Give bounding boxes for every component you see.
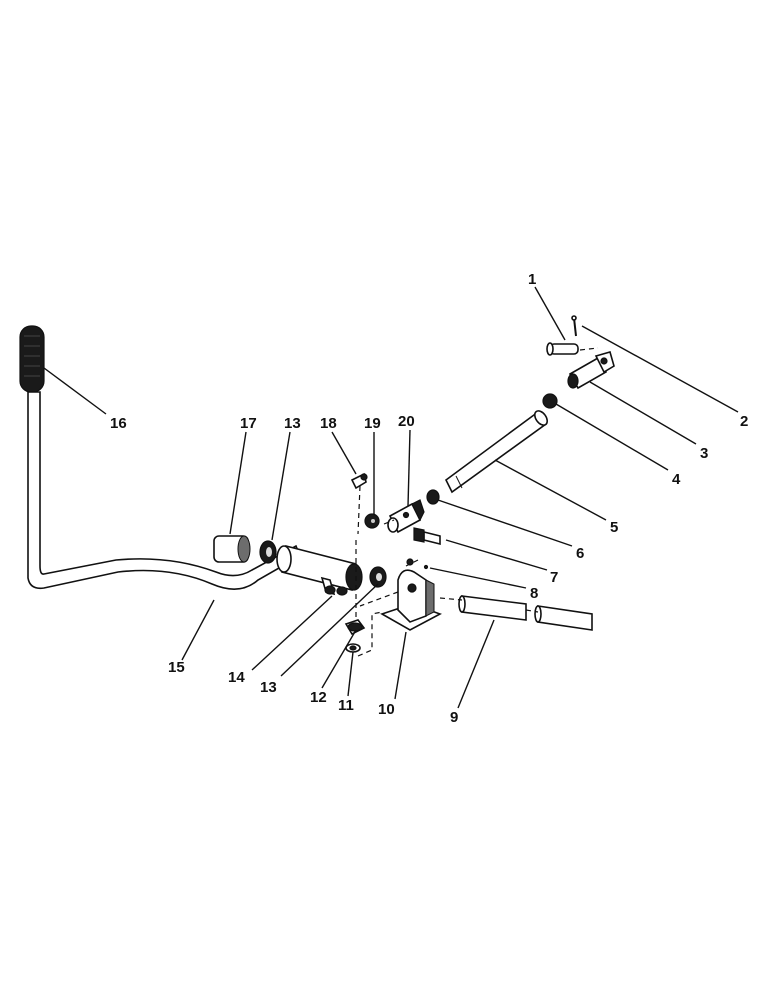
- leader-lines: [43, 286, 739, 709]
- part-18-grease-fitting: [350, 472, 368, 490]
- callout-17: 17: [240, 415, 257, 432]
- assembly-dashed-lines: [355, 347, 599, 657]
- callout-13-upper: 13: [284, 415, 301, 432]
- callout-11: 11: [338, 697, 354, 714]
- callout-2: 2: [740, 413, 748, 430]
- part-14-nut: [324, 585, 348, 596]
- part-2-cotter-pin: [571, 315, 577, 337]
- callout-8: 8: [530, 585, 538, 602]
- callout-15: 15: [168, 659, 185, 676]
- callout-4: 4: [672, 471, 681, 488]
- part-15-lever-rod: [27, 391, 302, 590]
- part-11-washer: [345, 643, 361, 653]
- part-9-shaft: [458, 595, 593, 631]
- callout-16: 16: [110, 415, 127, 432]
- callout-7: 7: [550, 569, 558, 586]
- callout-labels: 1 2 3 4 5 6 7 8 9 10 11 12 13 14 15 16 1…: [110, 271, 748, 726]
- callout-20: 20: [398, 413, 415, 430]
- callout-12: 12: [310, 689, 327, 706]
- part-10-pivot-bracket: [380, 569, 442, 631]
- callout-9: 9: [450, 709, 458, 726]
- callout-10: 10: [378, 701, 395, 718]
- part-16-handle-grip: [19, 325, 45, 393]
- part-6-nut: [426, 489, 440, 505]
- callout-14: 14: [228, 669, 245, 686]
- part-12-nut: [344, 619, 366, 636]
- part-4-nut: [542, 393, 558, 409]
- part-20-clevis: [387, 499, 425, 534]
- part-8-set-screw: [406, 558, 429, 570]
- part-17-bushing: [213, 535, 251, 563]
- part-3-clevis: [567, 351, 615, 390]
- part-7-bolt: [413, 527, 441, 546]
- callout-19: 19: [364, 415, 381, 432]
- callout-3: 3: [700, 445, 708, 462]
- callout-6: 6: [576, 545, 584, 562]
- callout-13-lower: 13: [260, 679, 277, 696]
- callout-18: 18: [320, 415, 337, 432]
- part-13-washer-right: [369, 566, 387, 588]
- callout-1: 1: [528, 271, 536, 288]
- part-19-nut: [364, 513, 380, 529]
- callout-5: 5: [610, 519, 618, 536]
- part-13-washer-left: [259, 540, 277, 564]
- pivot-tube: [276, 545, 363, 596]
- part-5-rod: [444, 410, 549, 494]
- part-1-clevis-pin: [546, 342, 579, 356]
